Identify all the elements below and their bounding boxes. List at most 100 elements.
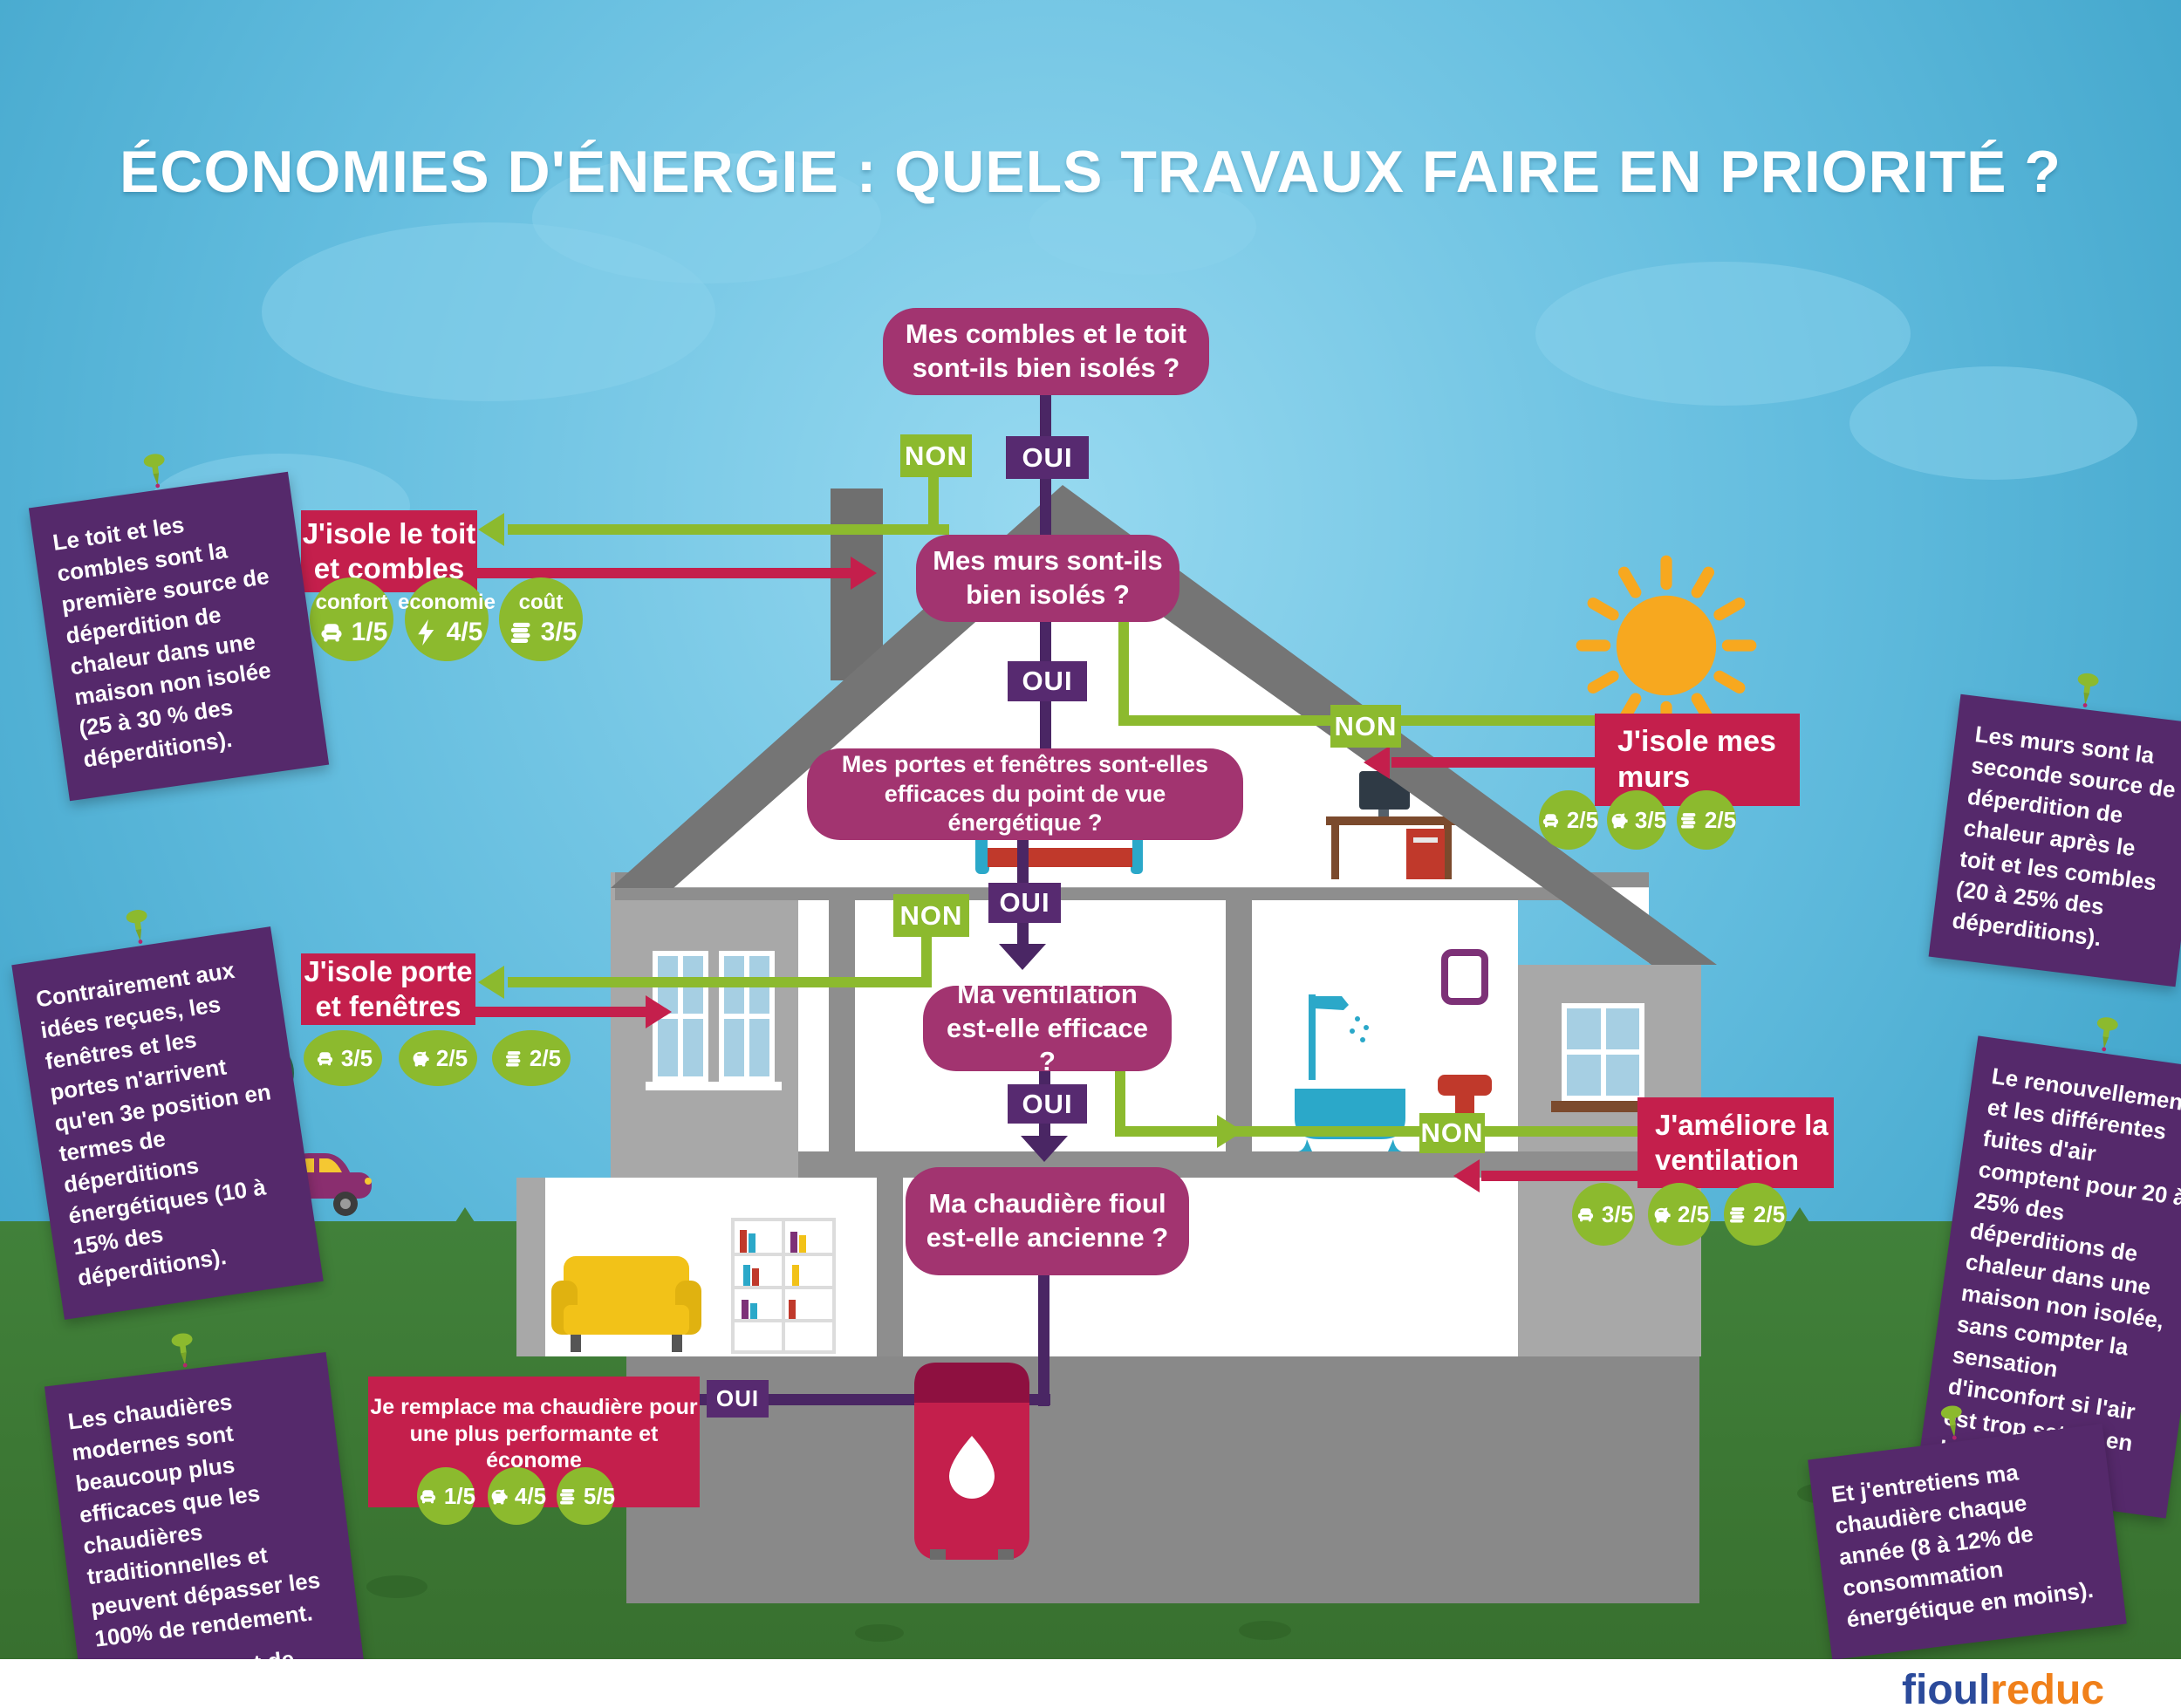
label-oui-walls: OUI <box>1008 661 1087 701</box>
connector-non <box>508 524 949 535</box>
action-ventilation: J'améliore la ventilation <box>1637 1097 1834 1188</box>
rating-cout: 5/5 <box>556 1467 616 1525</box>
note-doors: Contrairement aux idées reçues, les fenê… <box>11 910 324 1320</box>
pushpin-icon <box>2068 667 2105 713</box>
rating-value: 2/5 <box>529 1044 562 1071</box>
window-sill <box>646 1082 782 1090</box>
window-sill <box>1551 1101 1655 1112</box>
question-text: Ma chaudière fioul est-elle ancienne ? <box>926 1188 1169 1253</box>
rating-value: 4/5 <box>514 1482 547 1509</box>
note-text: Le renouvellement et les différentes fui… <box>1938 1062 2181 1474</box>
label-oui-doors: OUI <box>988 883 1061 923</box>
note-text: Le toit et les combles sont la première … <box>51 511 273 773</box>
arrow-right-icon <box>1217 1115 1243 1148</box>
tag-text: NON <box>899 899 963 931</box>
note-boiler: Les chaudières modernes sont beaucoup pl… <box>44 1333 379 1708</box>
tag-text: NON <box>1420 1117 1484 1148</box>
question-text: Ma ventilation est-elle efficace ? <box>947 978 1148 1077</box>
ground-spot <box>855 1624 904 1642</box>
label-non-doors: NON <box>893 894 969 937</box>
question-roof: Mes combles et le toit sont-ils bien iso… <box>883 308 1209 395</box>
connector-oui <box>1038 1275 1049 1406</box>
logo-part-orange: reduc <box>1990 1667 2105 1708</box>
rating-confort: 1/5 <box>417 1467 475 1525</box>
rating-label: confort <box>315 591 388 614</box>
action-doors: J'isole porte et fenêtres <box>301 953 475 1025</box>
coins-icon <box>502 1047 525 1070</box>
cloud <box>532 153 881 284</box>
grass-tuft <box>1788 1207 1811 1225</box>
rating-confort: 3/5 <box>1572 1183 1635 1246</box>
rating-value: 2/5 <box>1753 1200 1786 1227</box>
connector-non <box>928 477 939 529</box>
action-title: Je remplace ma chaudière pour une plus p… <box>370 1395 698 1472</box>
connector-non <box>1115 1126 1638 1137</box>
arrow-down-icon <box>999 944 1046 970</box>
pushpin-icon <box>1934 1400 1971 1445</box>
tag-text: OUI <box>715 1385 760 1411</box>
connector-non <box>1118 619 1129 726</box>
mirror <box>1441 949 1488 1005</box>
pushpin-icon <box>165 1328 202 1373</box>
note-ventilation: Le renouvellement et les différentes fui… <box>1915 1017 2181 1520</box>
arrow-right-icon <box>851 557 877 590</box>
piggy-bank-icon <box>1650 1203 1673 1226</box>
tag-text: OUI <box>1022 666 1073 696</box>
arrow-down-icon <box>1021 1136 1068 1162</box>
tag-text: OUI <box>1022 1088 1073 1119</box>
piggy-bank-icon <box>487 1485 510 1508</box>
sofa-icon <box>1539 809 1562 832</box>
tag-text: NON <box>905 440 967 471</box>
label-non-roof: NON <box>900 434 972 477</box>
rating-value: 2/5 <box>1677 1200 1710 1227</box>
pushpin-icon <box>2088 1011 2124 1057</box>
connector-non <box>1115 1070 1125 1131</box>
sofa-icon <box>1574 1203 1597 1226</box>
logo-part-blue: fioul <box>1902 1667 1991 1708</box>
coins-icon <box>556 1485 579 1508</box>
rating-value: 1/5 <box>443 1482 476 1509</box>
page-title: ÉCONOMIES D'ÉNERGIE : QUELS TRAVAUX FAIR… <box>120 138 2061 205</box>
arrow-left-icon <box>1364 746 1390 779</box>
rating-value: 2/5 <box>1566 806 1599 833</box>
rating-value: 2/5 <box>1704 806 1737 833</box>
question-text: Mes combles et le toit sont-ils bien iso… <box>905 318 1187 383</box>
rating-value: 5/5 <box>583 1482 616 1509</box>
sofa-icon <box>313 1047 337 1070</box>
arrow-left-icon <box>1453 1159 1480 1192</box>
action-title: J'isole mes murs <box>1617 724 1776 794</box>
connector-non <box>921 937 932 982</box>
house-partition <box>1226 900 1252 1151</box>
lightning-icon <box>411 617 442 648</box>
rating-value: 2/5 <box>435 1044 468 1071</box>
pushpin-icon <box>120 904 157 950</box>
cloud <box>1029 179 1256 275</box>
pushpin-icon <box>137 448 174 495</box>
note-text: Les chaudières modernes sont beaucoup pl… <box>66 1388 322 1652</box>
sun-icon <box>1570 550 1762 741</box>
footer-strip <box>0 1659 2181 1708</box>
arrow-right-icon <box>646 995 672 1028</box>
question-boiler: Ma chaudière fioul est-elle ancienne ? <box>906 1167 1189 1275</box>
rating-cout: 2/5 <box>492 1030 571 1086</box>
window <box>653 951 708 1082</box>
window <box>1562 1003 1644 1101</box>
note-text: Les murs sont la seconde source de déper… <box>1951 721 2178 952</box>
connector-action <box>1481 1171 1638 1181</box>
rating-value: 3/5 <box>340 1044 373 1071</box>
question-text: Mes portes et fenêtres sont-elles effica… <box>841 750 1209 837</box>
label-non-walls: NON <box>1330 705 1401 748</box>
connector-action <box>475 568 852 578</box>
connector-action <box>1391 757 1596 768</box>
bookshelf <box>731 1218 836 1354</box>
rating-confort: 2/5 <box>1539 790 1598 850</box>
note-text: Et j'entretiens ma chaudière chaque anné… <box>1829 1459 2096 1632</box>
note-maintenance: Et j'entretiens ma chaudière chaque anné… <box>1808 1405 2127 1661</box>
sofa-icon <box>316 617 347 648</box>
rating-value: 3/5 <box>1601 1200 1634 1227</box>
rating-economie: 4/5 <box>487 1467 547 1525</box>
tag-text: NON <box>1334 710 1398 741</box>
tag-text: OUI <box>1022 441 1073 473</box>
rating-value: 1/5 <box>351 618 388 646</box>
label-oui-roof: OUI <box>1006 436 1089 479</box>
